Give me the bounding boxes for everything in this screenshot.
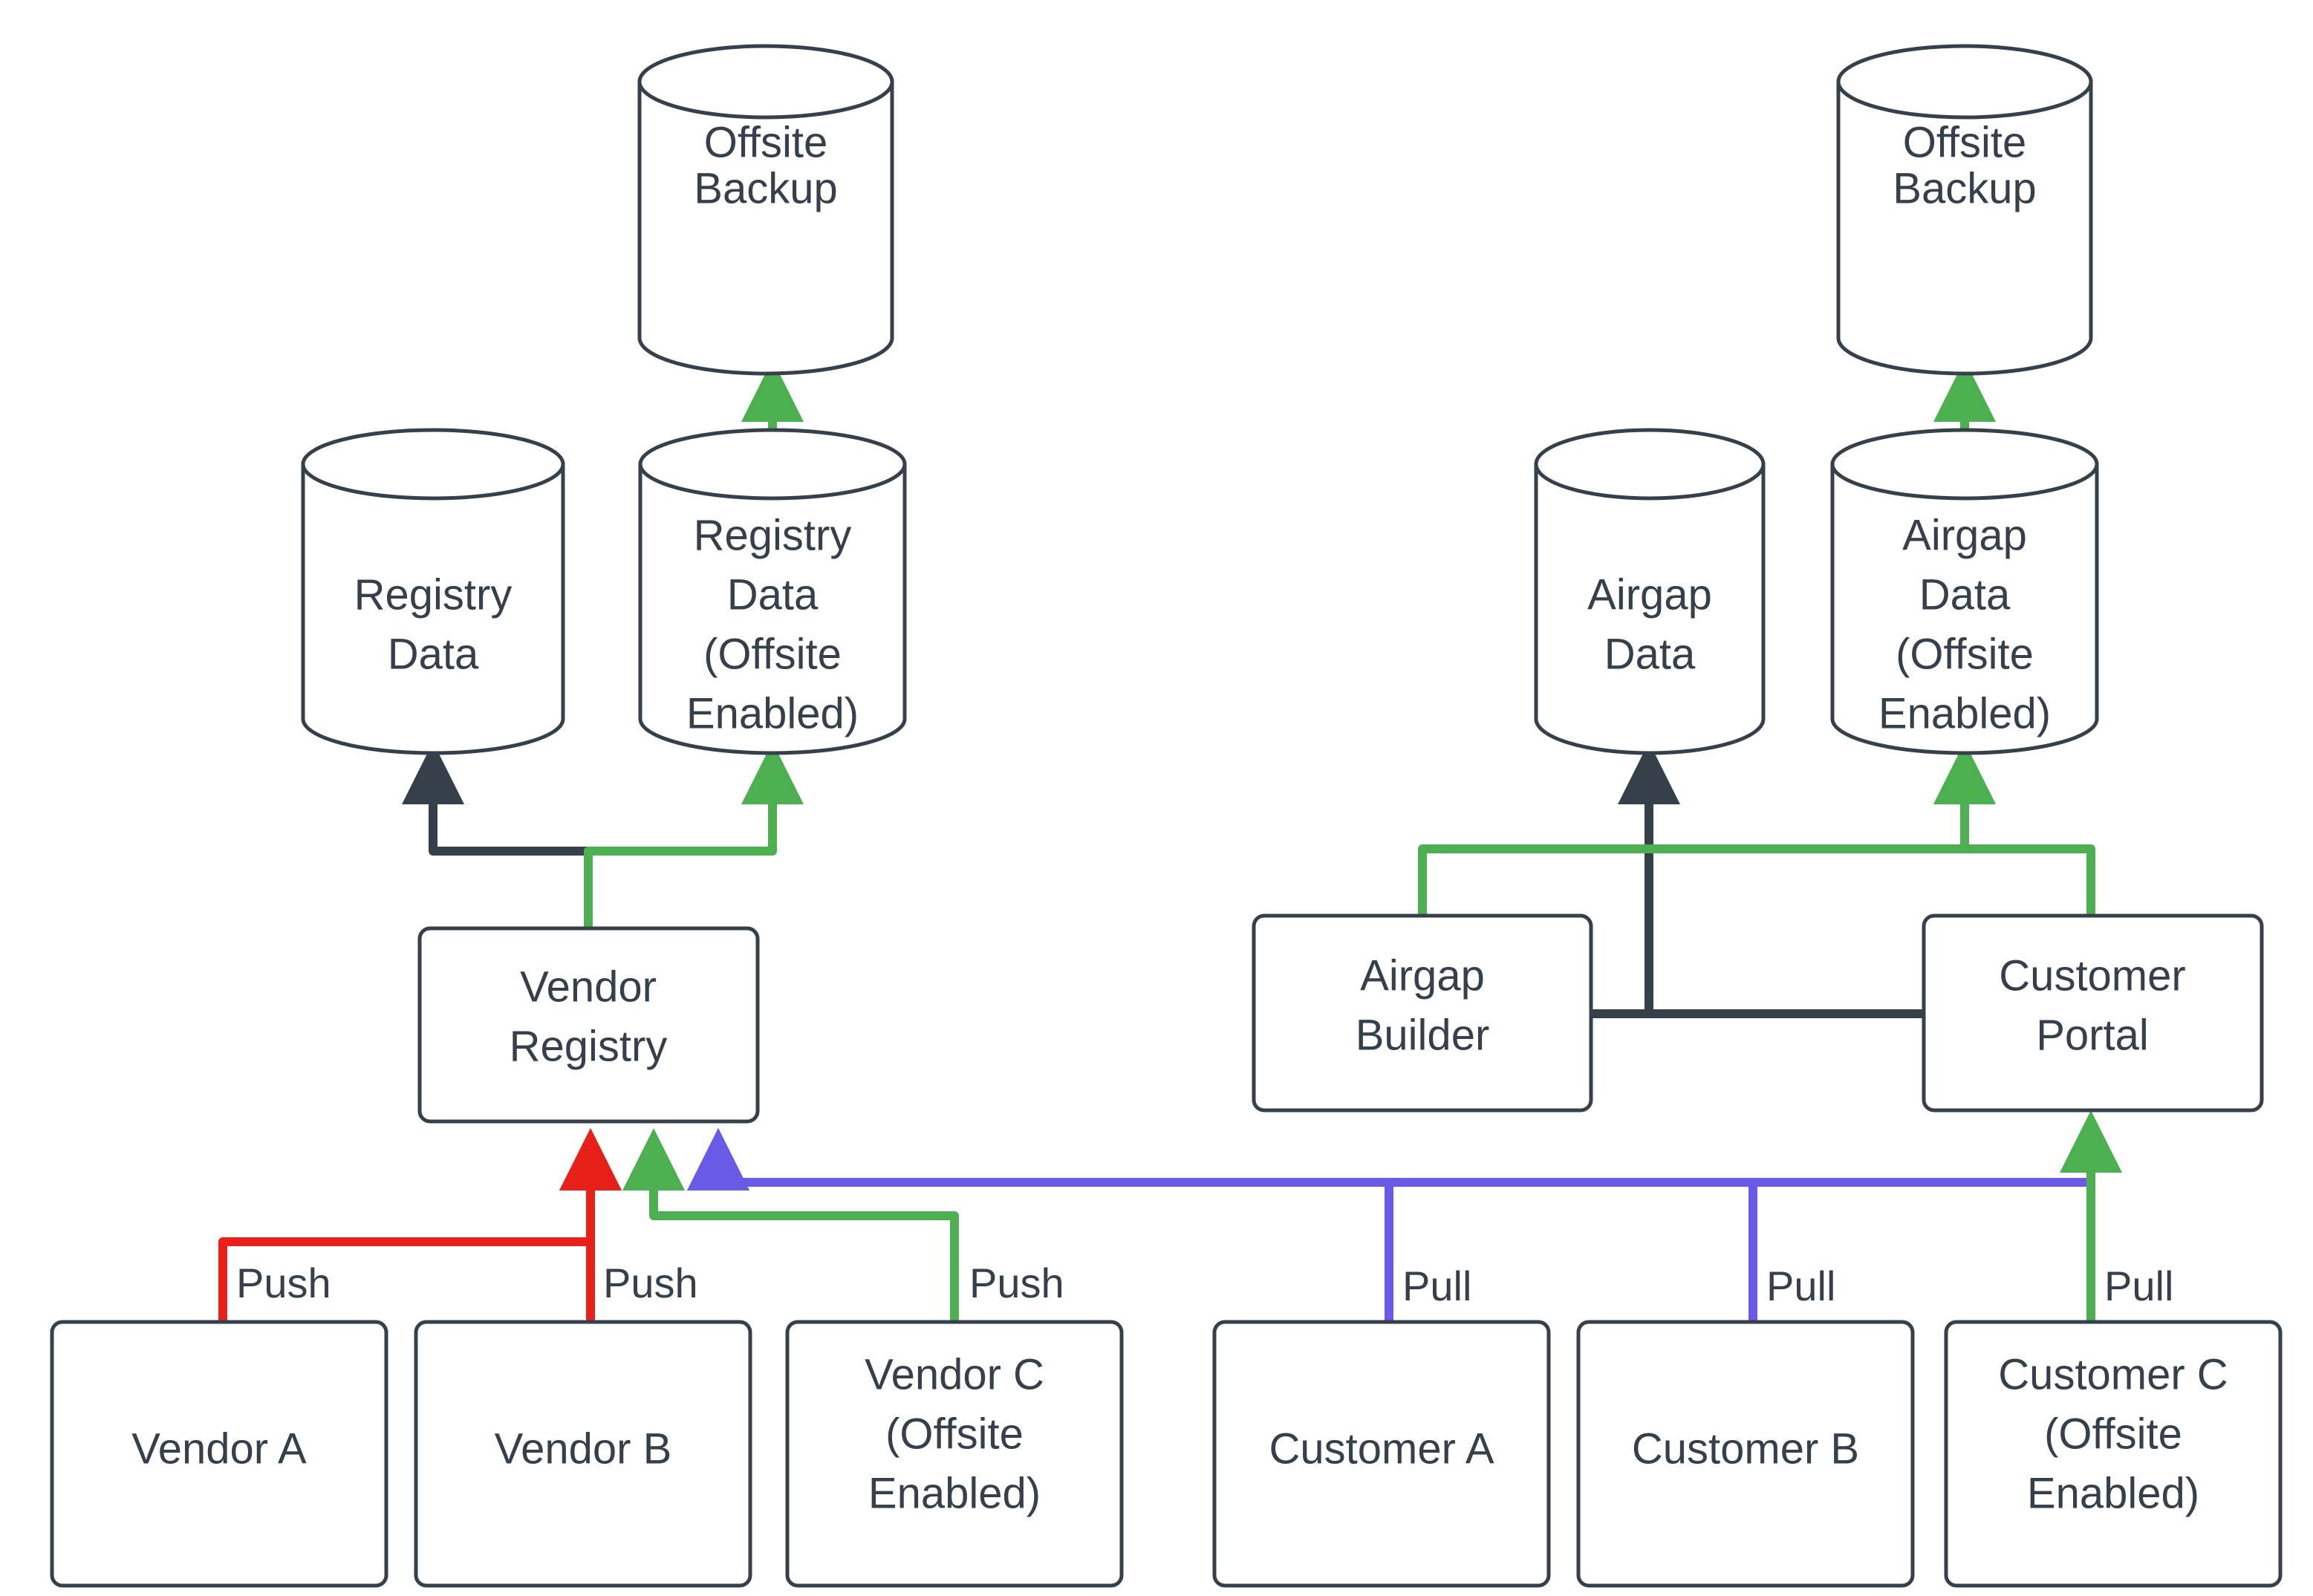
node-customer-portal[interactable]: Customer Portal — [1922, 913, 2264, 1113]
node-label: Registry — [354, 570, 513, 619]
node-label: Airgap — [1360, 951, 1485, 1000]
node-label: Offsite — [704, 118, 828, 166]
edge-registry-to-registry-data-offsite — [584, 742, 804, 933]
node-label: Data — [727, 570, 819, 619]
node-customer-a[interactable]: Customer A — [1212, 1320, 1551, 1588]
node-label: Customer C — [1998, 1350, 2228, 1398]
node-label: Backup — [694, 164, 837, 212]
node-label: Customer B — [1632, 1424, 1859, 1473]
node-registry-data-offsite[interactable]: Registry Data (Offsite Enabled) — [638, 428, 907, 755]
node-label: Data — [1919, 570, 2011, 619]
node-airgap-data[interactable]: Airgap Data — [1534, 428, 1766, 755]
node-label: (Offsite — [885, 1410, 1024, 1458]
node-offsite-backup-right[interactable]: Offsite Backup — [1836, 44, 2093, 376]
node-label: Enabled) — [1878, 689, 2051, 737]
node-airgap-data-offsite[interactable]: Airgap Data (Offsite Enabled) — [1830, 428, 2099, 755]
node-label: (Offsite — [2044, 1410, 2182, 1458]
node-label: Airgap — [1902, 511, 2027, 559]
node-label: Registry — [694, 511, 852, 559]
node-label: Vendor A — [131, 1424, 307, 1473]
node-label: Vendor — [520, 963, 657, 1011]
node-label: Registry — [510, 1022, 668, 1070]
node-label: Offsite — [1903, 118, 2027, 166]
node-label: Customer A — [1269, 1424, 1494, 1473]
node-offsite-backup-left[interactable]: Offsite Backup — [637, 44, 894, 376]
edge-label-push-b: Push — [603, 1260, 698, 1306]
node-customer-c[interactable]: Customer C (Offsite Enabled) — [1944, 1320, 2283, 1588]
node-label: Data — [388, 630, 479, 678]
node-airgap-builder[interactable]: Airgap Builder — [1252, 913, 1593, 1113]
node-label: (Offsite — [703, 630, 842, 678]
node-label: Airgap — [1587, 570, 1712, 619]
node-label: Enabled) — [686, 689, 859, 737]
node-vendor-a[interactable]: Vendor A — [50, 1320, 388, 1588]
node-label: Customer — [1999, 951, 2185, 1000]
node-label: Enabled) — [868, 1469, 1041, 1517]
node-label: (Offsite — [1896, 630, 2034, 678]
edge-label-pull-c: Pull — [2104, 1263, 2173, 1309]
node-label: Portal — [2036, 1011, 2149, 1059]
node-vendor-registry[interactable]: Vendor Registry — [417, 926, 760, 1124]
node-label: Backup — [1893, 164, 2036, 212]
edge-label-push-c: Push — [969, 1260, 1064, 1306]
node-label: Builder — [1356, 1011, 1490, 1059]
node-customer-b[interactable]: Customer B — [1576, 1320, 1915, 1588]
node-registry-data[interactable]: Registry Data — [301, 428, 565, 755]
edge-label-pull-b: Pull — [1766, 1263, 1835, 1309]
node-label: Vendor B — [495, 1424, 672, 1473]
node-vendor-c[interactable]: Vendor C (Offsite Enabled) — [785, 1320, 1124, 1588]
node-vendor-b[interactable]: Vendor B — [414, 1320, 752, 1588]
edge-label-push-a: Push — [236, 1260, 331, 1306]
edge-vendor-c-push — [622, 1128, 959, 1326]
edge-customer-c-pull-bus — [687, 1128, 2095, 1191]
node-label: Data — [1604, 630, 1696, 678]
node-label: Enabled) — [2027, 1469, 2199, 1517]
edge-label-pull-a: Pull — [1402, 1263, 1471, 1309]
node-label: Vendor C — [865, 1350, 1044, 1398]
edge-portal-to-airgap-offsite — [1933, 742, 2095, 920]
